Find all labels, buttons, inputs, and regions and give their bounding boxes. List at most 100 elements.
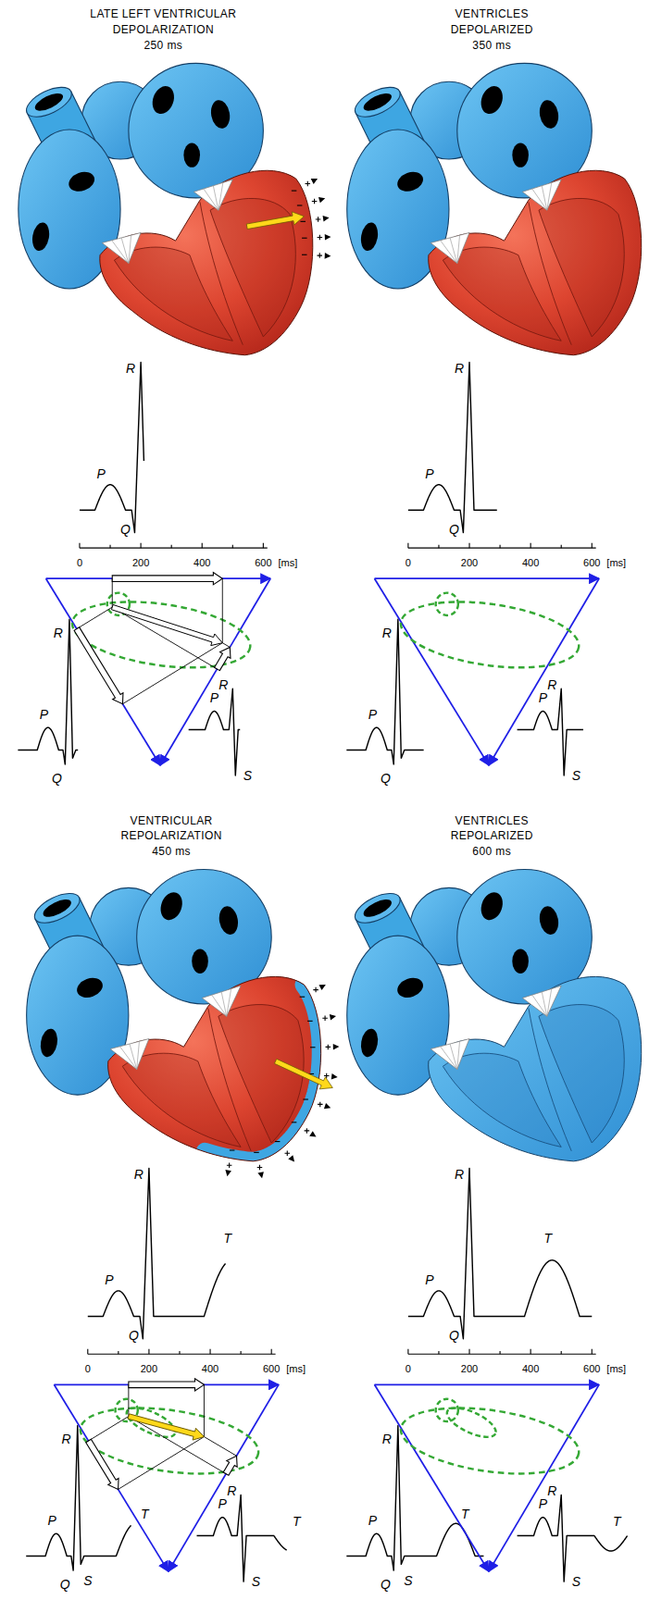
wave-label: R [225,1485,238,1498]
minus-charge [310,1047,316,1049]
wave-label: Q [127,1329,140,1343]
valve-leaflet [541,992,548,1017]
left-ventricle-cavity [538,198,625,337]
panel [25,869,339,1583]
vessel-opening [350,887,405,930]
valve-leaflet [226,988,232,1017]
axis-tick-label: 600 [583,557,600,568]
propagation-arrowhead [257,1172,263,1179]
ventricle-outline [428,976,642,1161]
wave-label: T [460,1508,471,1522]
panel [17,62,331,776]
plus-charge [322,1015,328,1022]
pulmonary-vein-opening [477,889,507,924]
valve-leaflet [121,237,129,264]
vessel-lumen [361,896,395,921]
wave-label: R [52,626,64,640]
axis-tick-label: 400 [193,557,211,568]
wave-label: R [381,626,393,640]
pulmonary-vein-opening [511,948,529,974]
valve-leaflet [137,1041,140,1070]
ventricles [99,170,313,355]
left-ventricle-cavity [218,1005,304,1144]
propagation-arrowhead [287,1155,295,1162]
wave-label: P [537,1497,549,1511]
lead-axis [46,578,161,766]
axis-tick [437,1351,439,1355]
projection-line [128,1417,226,1475]
atrial-opening [394,974,426,1001]
plus-charge [315,216,322,223]
valve-leaflet [129,1044,138,1071]
pulmonary-vein-opening [149,83,178,118]
minus-charge [299,997,306,999]
valve-leaflet [440,240,458,264]
panel-title: REPOLARIZATION [120,830,222,842]
projection-line [127,1385,129,1417]
lead-axis [53,1385,168,1573]
valve-leaflet [120,1047,138,1071]
atrial-opening [74,974,106,1001]
wave-label: T [611,1515,623,1529]
plus-charge [317,235,324,241]
valve [101,232,141,263]
axis-tick-label: 200 [461,557,478,568]
right-ventricle-cavity [442,247,562,341]
projected-vector [112,573,223,586]
valve [430,1039,470,1071]
axis-tick-label: 0 [85,1363,91,1374]
pulmonary-vein-opening [511,142,529,167]
wave-label: S [571,1575,582,1589]
wave-label: Q [119,523,132,537]
axis-tick [407,543,409,550]
ecg-trace [408,361,498,533]
axis-tick [561,1351,562,1355]
ecg-trace [87,1169,226,1340]
axis-tick [407,1349,409,1356]
wave-label: P [47,1514,58,1528]
panel [346,62,641,776]
minus-charge [297,204,303,206]
wave-label: Q [379,1578,392,1592]
wave-label: Q [50,772,63,786]
wave-label: R [453,1168,465,1182]
wave-label: S [82,1574,93,1588]
axis-tick [201,543,203,550]
valve [193,179,233,211]
wave-label: T [223,1232,234,1246]
panel-title: 250 ms [143,39,183,51]
left-ventricle-cavity [538,1005,625,1144]
panel-title: 450 ms [151,846,191,858]
axis-tick-label: 0 [405,1363,412,1374]
projection-line [118,1437,205,1491]
pulmonary-vein-opening [191,948,209,974]
axis-tick-label: 400 [201,1363,219,1374]
axis-tick-label: 600 [262,1363,280,1374]
panel [346,869,641,1583]
axis-tick [499,545,501,549]
projected-vector [214,647,231,671]
minus-charge [291,1122,298,1124]
plus-charge [312,199,318,205]
t-vector-loop [443,1402,500,1444]
wave-label: P [424,467,435,481]
valve-leaflet [449,1044,458,1071]
wave-label: R [124,361,137,375]
projected-vector [86,1439,119,1490]
valve-leaflet [457,1041,461,1070]
axis-tick [468,543,470,550]
axis-tick-label: 0 [405,557,412,568]
axis-unit: [ms] [606,1363,626,1374]
valve-leaflet [541,186,548,211]
septum-line [528,1008,572,1151]
valve-leaflet [112,240,129,264]
propagation-arrowhead [309,1131,316,1137]
ecg-trace [188,688,241,776]
plus-charge [226,1163,233,1170]
wave-label: R [133,1168,145,1182]
plus-charge [317,1102,324,1109]
wave-label: Q [448,523,461,537]
wave-label: Q [59,1578,72,1592]
axis-tick [178,1351,180,1355]
vessel-lumen [361,89,395,114]
